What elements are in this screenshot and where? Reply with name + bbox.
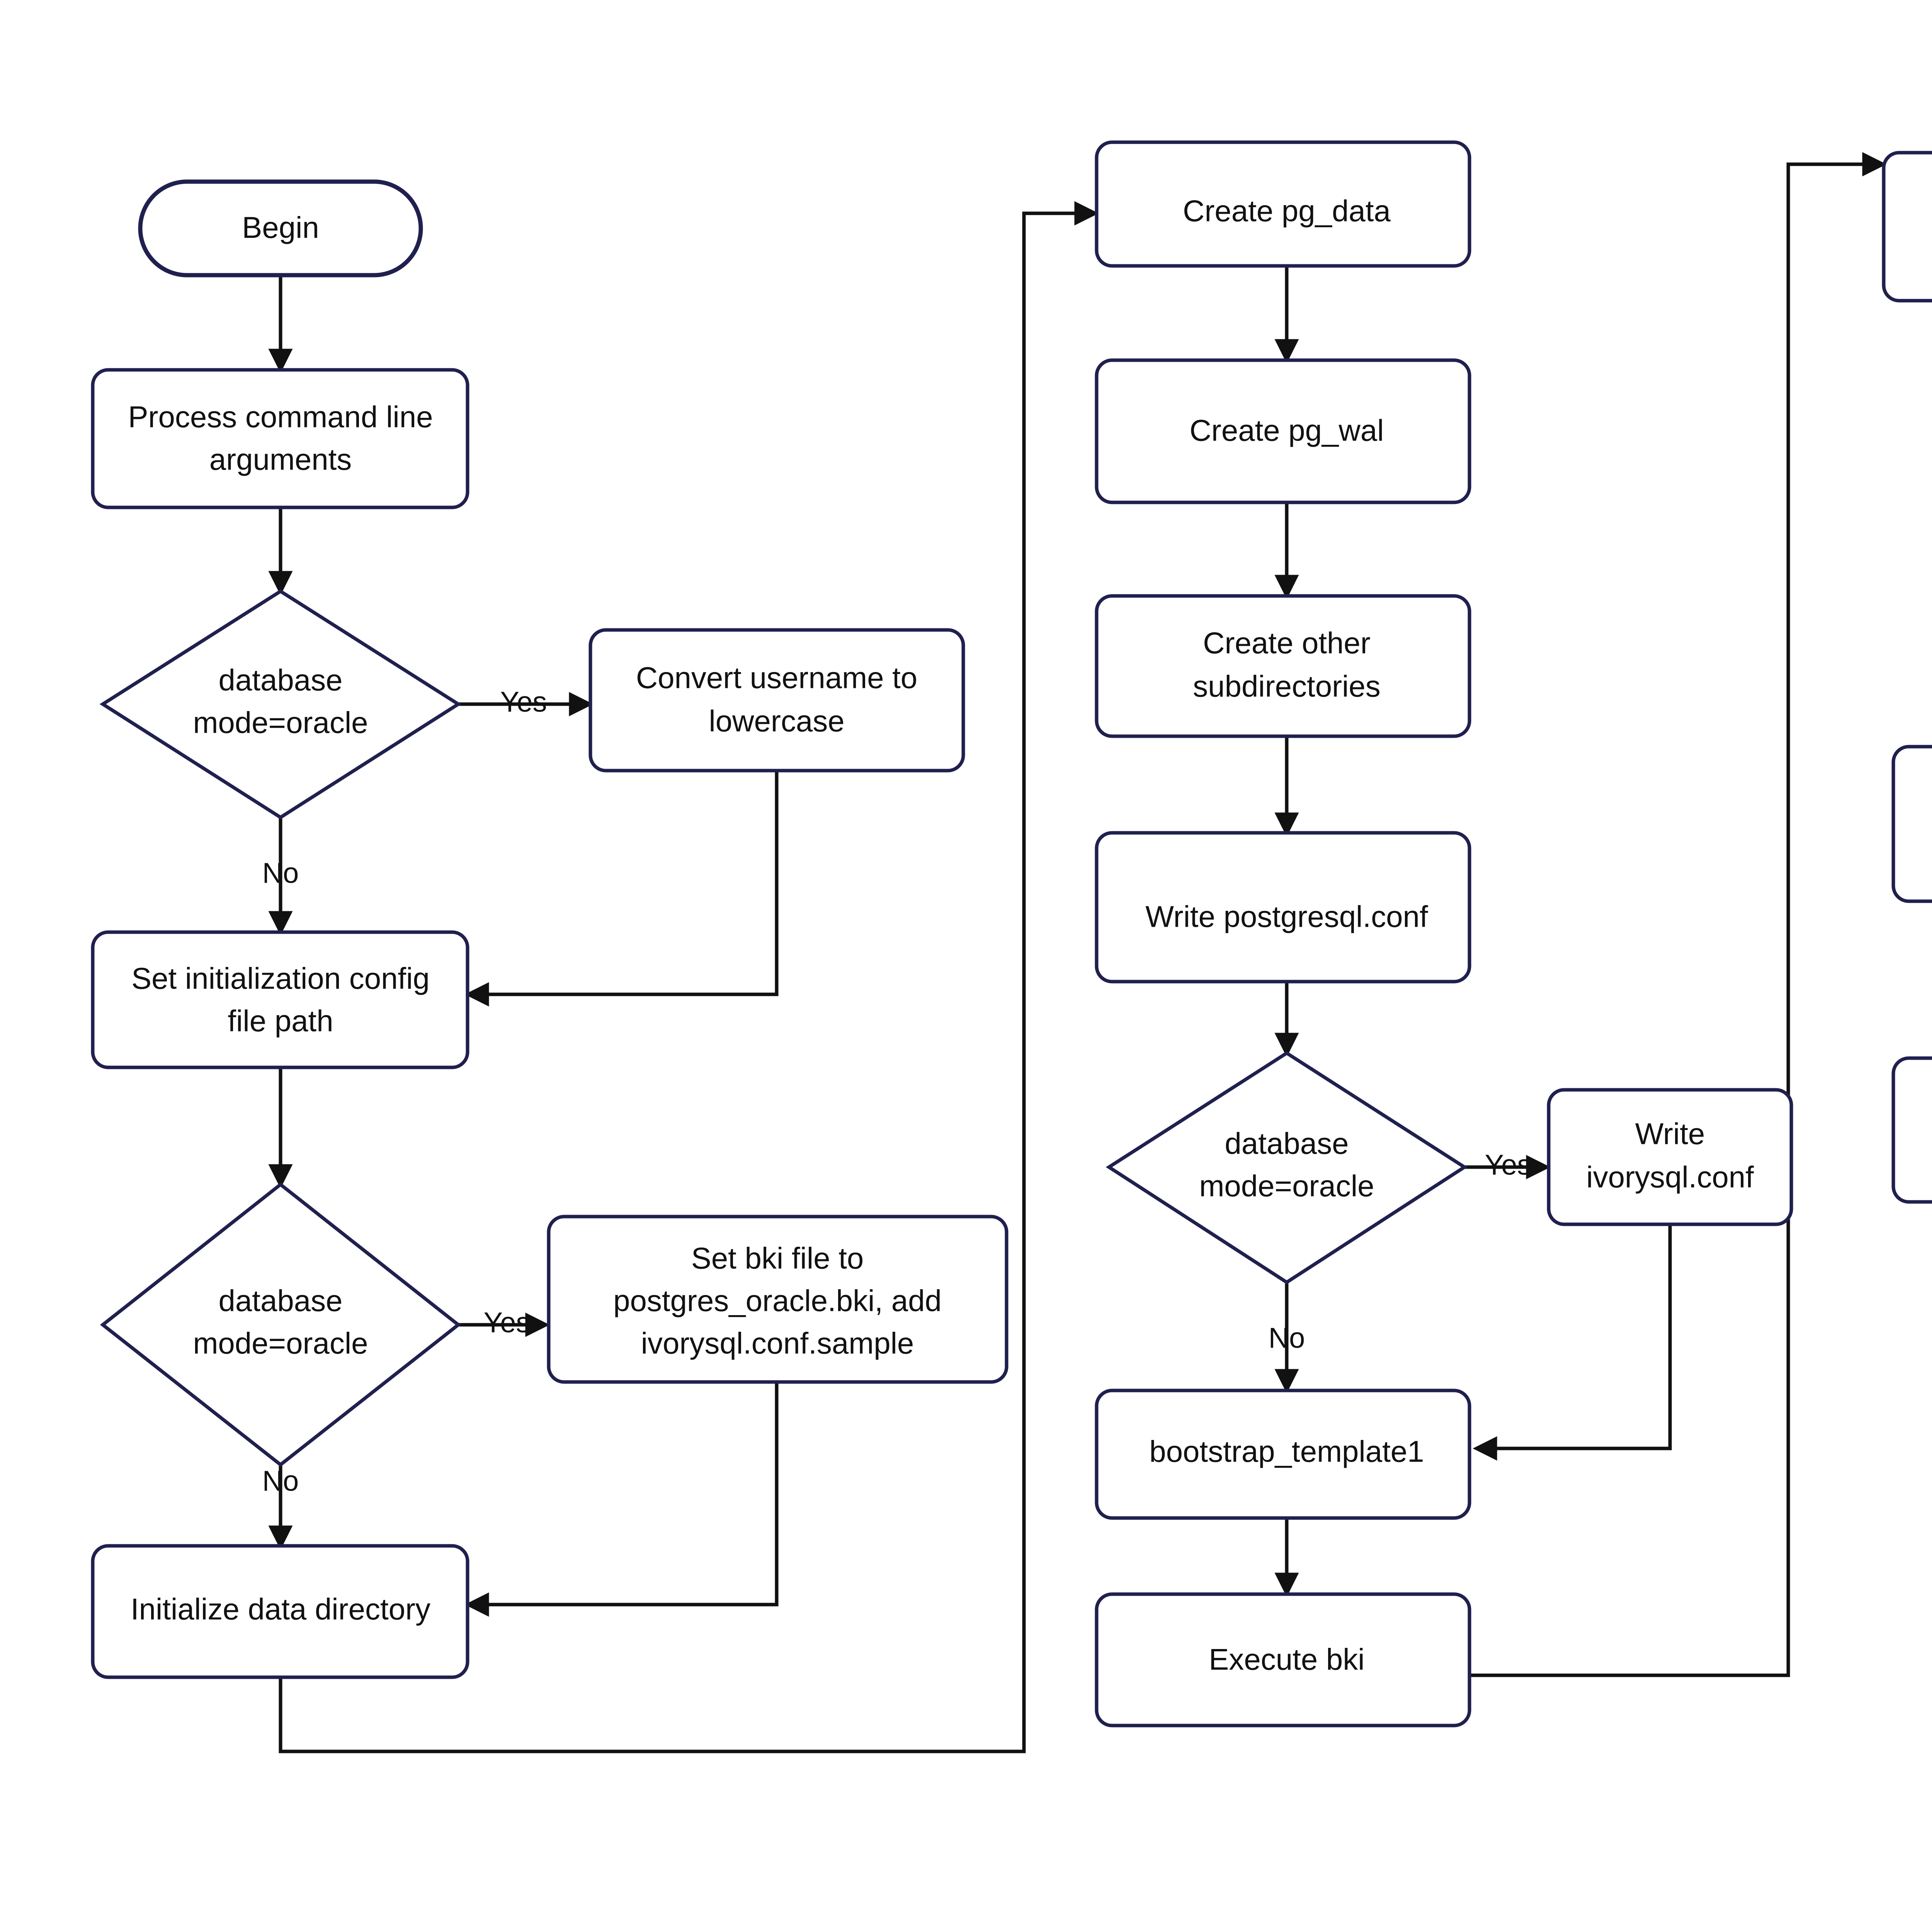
edge-label-decision2-no: No	[262, 1465, 299, 1497]
node-convert-username-line2: lowercase	[709, 704, 844, 738]
node-bootstrap-t1-label: bootstrap_template1	[1149, 1435, 1424, 1469]
node-process-args-line1: Process command line	[128, 400, 433, 434]
edge-label-decision3-no: No	[1269, 1322, 1305, 1354]
node-write-ivoryconf[interactable]: Write ivorysql.conf	[1547, 1088, 1793, 1226]
node-set-bki[interactable]: Set bki file to postgres_oracle.bki, add…	[547, 1215, 1009, 1384]
edge-label-decision1-no: No	[262, 857, 299, 889]
node-bootstrap-t1[interactable]: bootstrap_template1	[1095, 1389, 1471, 1520]
node-init-db-objects[interactable]: Initialize database objects	[1882, 151, 1932, 303]
node-create-other-line2: subdirectories	[1193, 669, 1381, 703]
node-set-init-config-line1: Set initialization config	[131, 962, 430, 996]
node-set-bki-line3: ivorysql.conf.sample	[641, 1326, 914, 1360]
node-begin[interactable]: Begin	[138, 179, 423, 277]
node-write-ivoryconf-line2: ivorysql.conf	[1586, 1160, 1754, 1194]
node-decision1-line1: database	[219, 663, 343, 697]
node-create-pg-wal-label: Create pg_wal	[1190, 414, 1384, 448]
node-convert-username-line1: Convert username to	[636, 661, 917, 695]
node-decision2-line1: database	[219, 1284, 343, 1318]
node-set-init-config[interactable]: Set initialization config file path	[91, 930, 469, 1069]
node-decision1-line2: mode=oracle	[193, 706, 368, 740]
node-write-pgconf-label: Write postgresql.conf	[1145, 900, 1428, 934]
node-print-complete[interactable]: Print completion message	[1891, 1056, 1932, 1204]
edge-label-decision1-yes: Yes	[500, 686, 547, 718]
node-create-pg-data-label: Create pg_data	[1183, 194, 1391, 228]
edge-label-decision3-yes: Yes	[1485, 1149, 1532, 1181]
node-process-args[interactable]: Process command line arguments	[91, 368, 469, 509]
node-decision3-line2: mode=oracle	[1199, 1169, 1374, 1203]
node-convert-username[interactable]: Convert username to lowercase	[588, 628, 965, 773]
node-create-other[interactable]: Create other subdirectories	[1095, 594, 1471, 738]
edge-label-decision2-yes: Yes	[484, 1307, 531, 1339]
node-decision2-line2: mode=oracle	[193, 1326, 368, 1360]
connector-layer	[268, 152, 1887, 1753]
node-create-other-line1: Create other	[1203, 626, 1371, 660]
node-begin-label: Begin	[242, 211, 319, 245]
node-set-init-config-line2: file path	[228, 1004, 333, 1038]
node-init-data-dir-label: Initialize data directory	[131, 1592, 430, 1626]
node-write-pgconf[interactable]: Write postgresql.conf	[1095, 831, 1471, 984]
edge-set-bki-to-init-data-dir	[464, 1382, 779, 1617]
node-create-pg-data[interactable]: Create pg_data	[1095, 140, 1471, 268]
edge-write-ivoryconf-to-bootstrap-t1	[1473, 1224, 1672, 1461]
node-decision1[interactable]: database mode=oracle	[99, 589, 462, 820]
edge-init-data-dir-to-create-pg-data	[279, 201, 1099, 1753]
edge-execute-bki-to-init-db-objects	[1468, 152, 1887, 1677]
node-execute-bki[interactable]: Execute bki	[1095, 1592, 1471, 1727]
node-process-args-line2: arguments	[209, 442, 352, 477]
node-load-templates[interactable]: Load template0, postgres, ivorysql datab…	[1891, 745, 1932, 903]
node-write-ivoryconf-line1: Write	[1635, 1117, 1705, 1151]
node-decision3-line1: database	[1225, 1127, 1349, 1161]
node-execute-bki-label: Execute bki	[1209, 1642, 1364, 1676]
node-init-data-dir[interactable]: Initialize data directory	[91, 1544, 469, 1679]
node-decision2[interactable]: database mode=oracle	[100, 1182, 461, 1467]
node-decision3[interactable]: database mode=oracle	[1105, 1051, 1468, 1285]
node-set-bki-line2: postgres_oracle.bki, add	[613, 1284, 942, 1318]
node-set-bki-line1: Set bki file to	[691, 1241, 864, 1275]
node-create-pg-wal[interactable]: Create pg_wal	[1095, 358, 1471, 504]
edge-convert-username-to-set-init-config	[464, 771, 779, 1007]
